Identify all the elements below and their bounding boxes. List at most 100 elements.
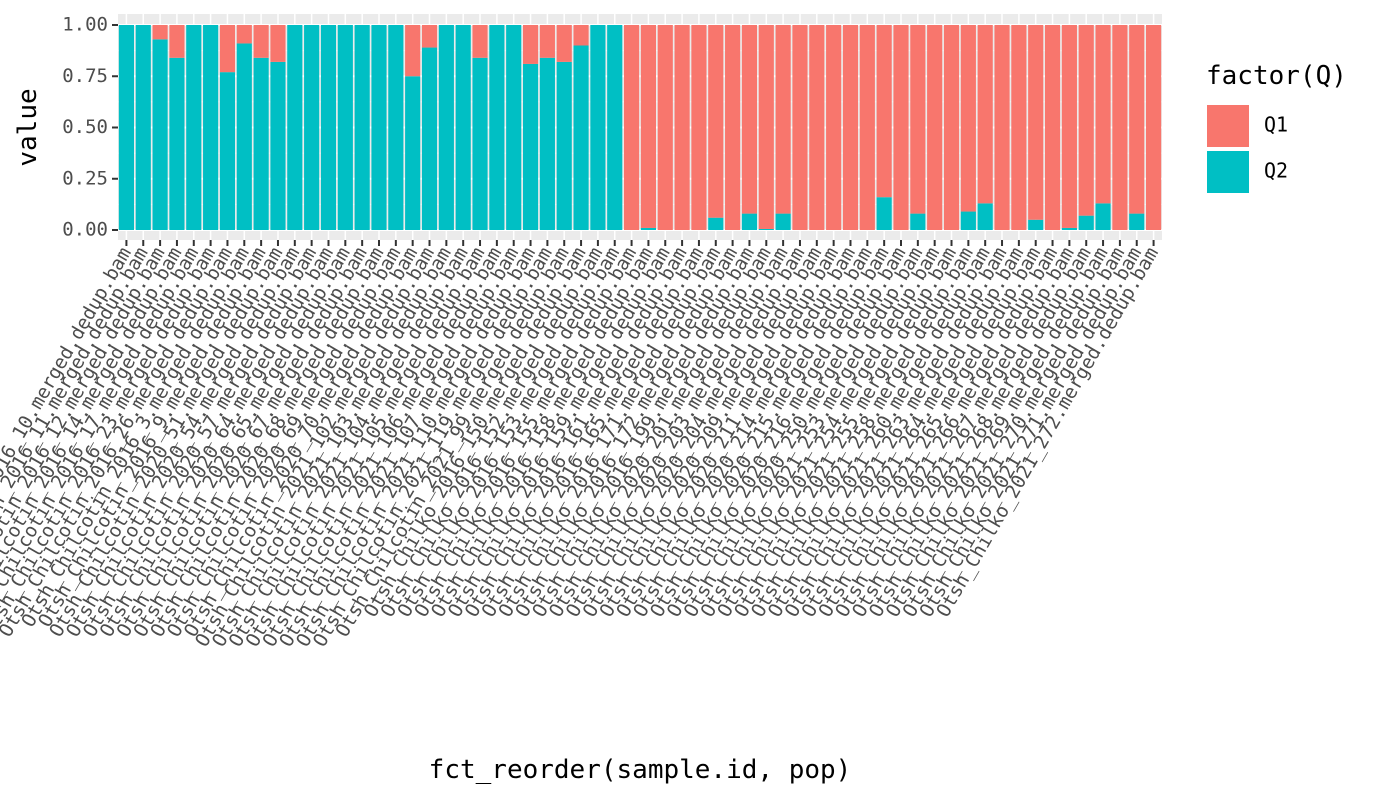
bar-segment-q2 bbox=[573, 45, 589, 230]
bar-segment-q1 bbox=[539, 25, 555, 58]
bar-segment-q2 bbox=[371, 25, 387, 230]
y-tick-label: 0.00 bbox=[62, 219, 108, 241]
bar-segment-q1 bbox=[219, 25, 236, 73]
bar-segment-q1 bbox=[573, 25, 589, 46]
bar-segment-q1 bbox=[1112, 25, 1128, 230]
bar-segment-q1 bbox=[1146, 25, 1162, 230]
bar-segment-q2 bbox=[118, 25, 134, 230]
bar-segment-q2 bbox=[1078, 215, 1094, 230]
bar-segment-q2 bbox=[506, 25, 522, 230]
bar-segment-q1 bbox=[977, 25, 993, 204]
bar-segment-q1 bbox=[943, 25, 960, 230]
bar-segment-q1 bbox=[1044, 25, 1061, 230]
y-tick-label: 1.00 bbox=[62, 14, 108, 36]
bar-segment-q2 bbox=[287, 25, 303, 230]
bar-segment-q1 bbox=[522, 25, 539, 64]
bar-segment-q1 bbox=[826, 25, 842, 230]
bar-segment-q1 bbox=[169, 25, 185, 58]
bar-segment-q2 bbox=[876, 197, 892, 230]
bar-segment-q1 bbox=[758, 25, 774, 229]
bar-segment-q2 bbox=[741, 213, 758, 230]
bars bbox=[118, 25, 1162, 231]
bar-segment-q1 bbox=[472, 25, 488, 58]
bar-segment-q1 bbox=[1061, 25, 1077, 228]
bar-segment-q2 bbox=[152, 39, 168, 230]
bar-segment-q1 bbox=[859, 25, 875, 230]
bar-segment-q2 bbox=[1129, 213, 1145, 230]
bar-segment-q2 bbox=[607, 25, 623, 230]
legend: factor(Q) Q1 Q2 bbox=[1205, 61, 1347, 195]
bar-segment-q1 bbox=[624, 25, 640, 230]
bar-segment-q2 bbox=[472, 57, 488, 230]
y-axis-title: value bbox=[13, 88, 43, 166]
legend-key-q1 bbox=[1205, 103, 1251, 149]
legend-label-q2: Q2 bbox=[1264, 159, 1288, 183]
bar-segment-q1 bbox=[236, 25, 252, 44]
bar-segment-q2 bbox=[910, 213, 926, 230]
legend-label-q1: Q1 bbox=[1264, 113, 1288, 137]
bar-segment-q2 bbox=[708, 217, 724, 230]
bar-segment-q2 bbox=[640, 227, 656, 230]
bar-segment-q1 bbox=[910, 25, 926, 214]
bar-segment-q1 bbox=[691, 25, 707, 230]
x-axis-title: fct_reorder(sample.id, pop) bbox=[429, 755, 852, 785]
bar-segment-q1 bbox=[253, 25, 269, 58]
bar-segment-q2 bbox=[556, 61, 572, 231]
bar-segment-q2 bbox=[253, 57, 269, 230]
y-axis: 0.00 0.25 0.50 0.75 1.00 bbox=[62, 14, 118, 241]
bar-segment-q2 bbox=[1095, 203, 1111, 230]
bar-segment-q1 bbox=[842, 25, 859, 230]
bar-segment-q2 bbox=[1028, 219, 1044, 230]
bar-segment-q2 bbox=[489, 25, 505, 230]
bar-segment-q1 bbox=[556, 25, 572, 62]
bar-segment-q2 bbox=[775, 213, 791, 230]
bar-segment-q2 bbox=[169, 57, 185, 230]
bar-segment-q2 bbox=[354, 25, 370, 230]
bar-segment-q2 bbox=[186, 25, 202, 230]
bar-segment-q2 bbox=[304, 25, 320, 230]
bar-segment-q2 bbox=[219, 72, 236, 231]
bar-segment-q2 bbox=[539, 57, 555, 230]
bar-segment-q2 bbox=[758, 228, 774, 230]
x-axis: Otsh_Chilcotin_2016_10.merged.dedup.bamO… bbox=[0, 240, 1163, 651]
bar-segment-q2 bbox=[270, 61, 286, 231]
bar-segment-q1 bbox=[1095, 25, 1111, 204]
bar-segment-q2 bbox=[203, 25, 219, 230]
bar-segment-q2 bbox=[522, 63, 539, 231]
bar-segment-q2 bbox=[1061, 227, 1077, 230]
bar-segment-q2 bbox=[320, 25, 337, 230]
bar-segment-q2 bbox=[337, 25, 353, 230]
bar-segment-q1 bbox=[1129, 25, 1145, 214]
bar-segment-q1 bbox=[152, 25, 168, 40]
bar-segment-q1 bbox=[792, 25, 808, 230]
bar-segment-q2 bbox=[455, 25, 471, 230]
bar-segment-q1 bbox=[657, 25, 673, 230]
y-tick-label: 0.25 bbox=[62, 167, 108, 189]
bar-segment-q1 bbox=[1078, 25, 1094, 216]
bar-segment-q1 bbox=[674, 25, 690, 230]
bar-segment-q1 bbox=[270, 25, 286, 62]
bar-segment-q2 bbox=[405, 76, 421, 230]
bar-segment-q1 bbox=[405, 25, 421, 77]
bar-segment-q2 bbox=[960, 211, 976, 230]
bar-segment-q2 bbox=[236, 43, 252, 231]
bar-segment-q2 bbox=[438, 25, 454, 230]
bar-segment-q1 bbox=[960, 25, 976, 212]
bar-segment-q1 bbox=[927, 25, 943, 230]
bar-segment-q1 bbox=[893, 25, 909, 230]
bar-segment-q2 bbox=[135, 25, 151, 230]
y-tick-label: 0.75 bbox=[62, 65, 108, 87]
bar-segment-q1 bbox=[708, 25, 724, 218]
bar-segment-q1 bbox=[809, 25, 825, 230]
bar-segment-q1 bbox=[421, 25, 438, 48]
y-tick-label: 0.50 bbox=[62, 116, 108, 138]
bar-segment-q2 bbox=[388, 25, 404, 230]
legend-title: factor(Q) bbox=[1206, 61, 1347, 91]
bar-segment-q1 bbox=[1028, 25, 1044, 220]
legend-key-q2 bbox=[1205, 149, 1251, 195]
bar-segment-q1 bbox=[1011, 25, 1027, 230]
bar-segment-q2 bbox=[590, 25, 606, 230]
bar-segment-q2 bbox=[977, 203, 993, 230]
bar-segment-q1 bbox=[775, 25, 791, 214]
